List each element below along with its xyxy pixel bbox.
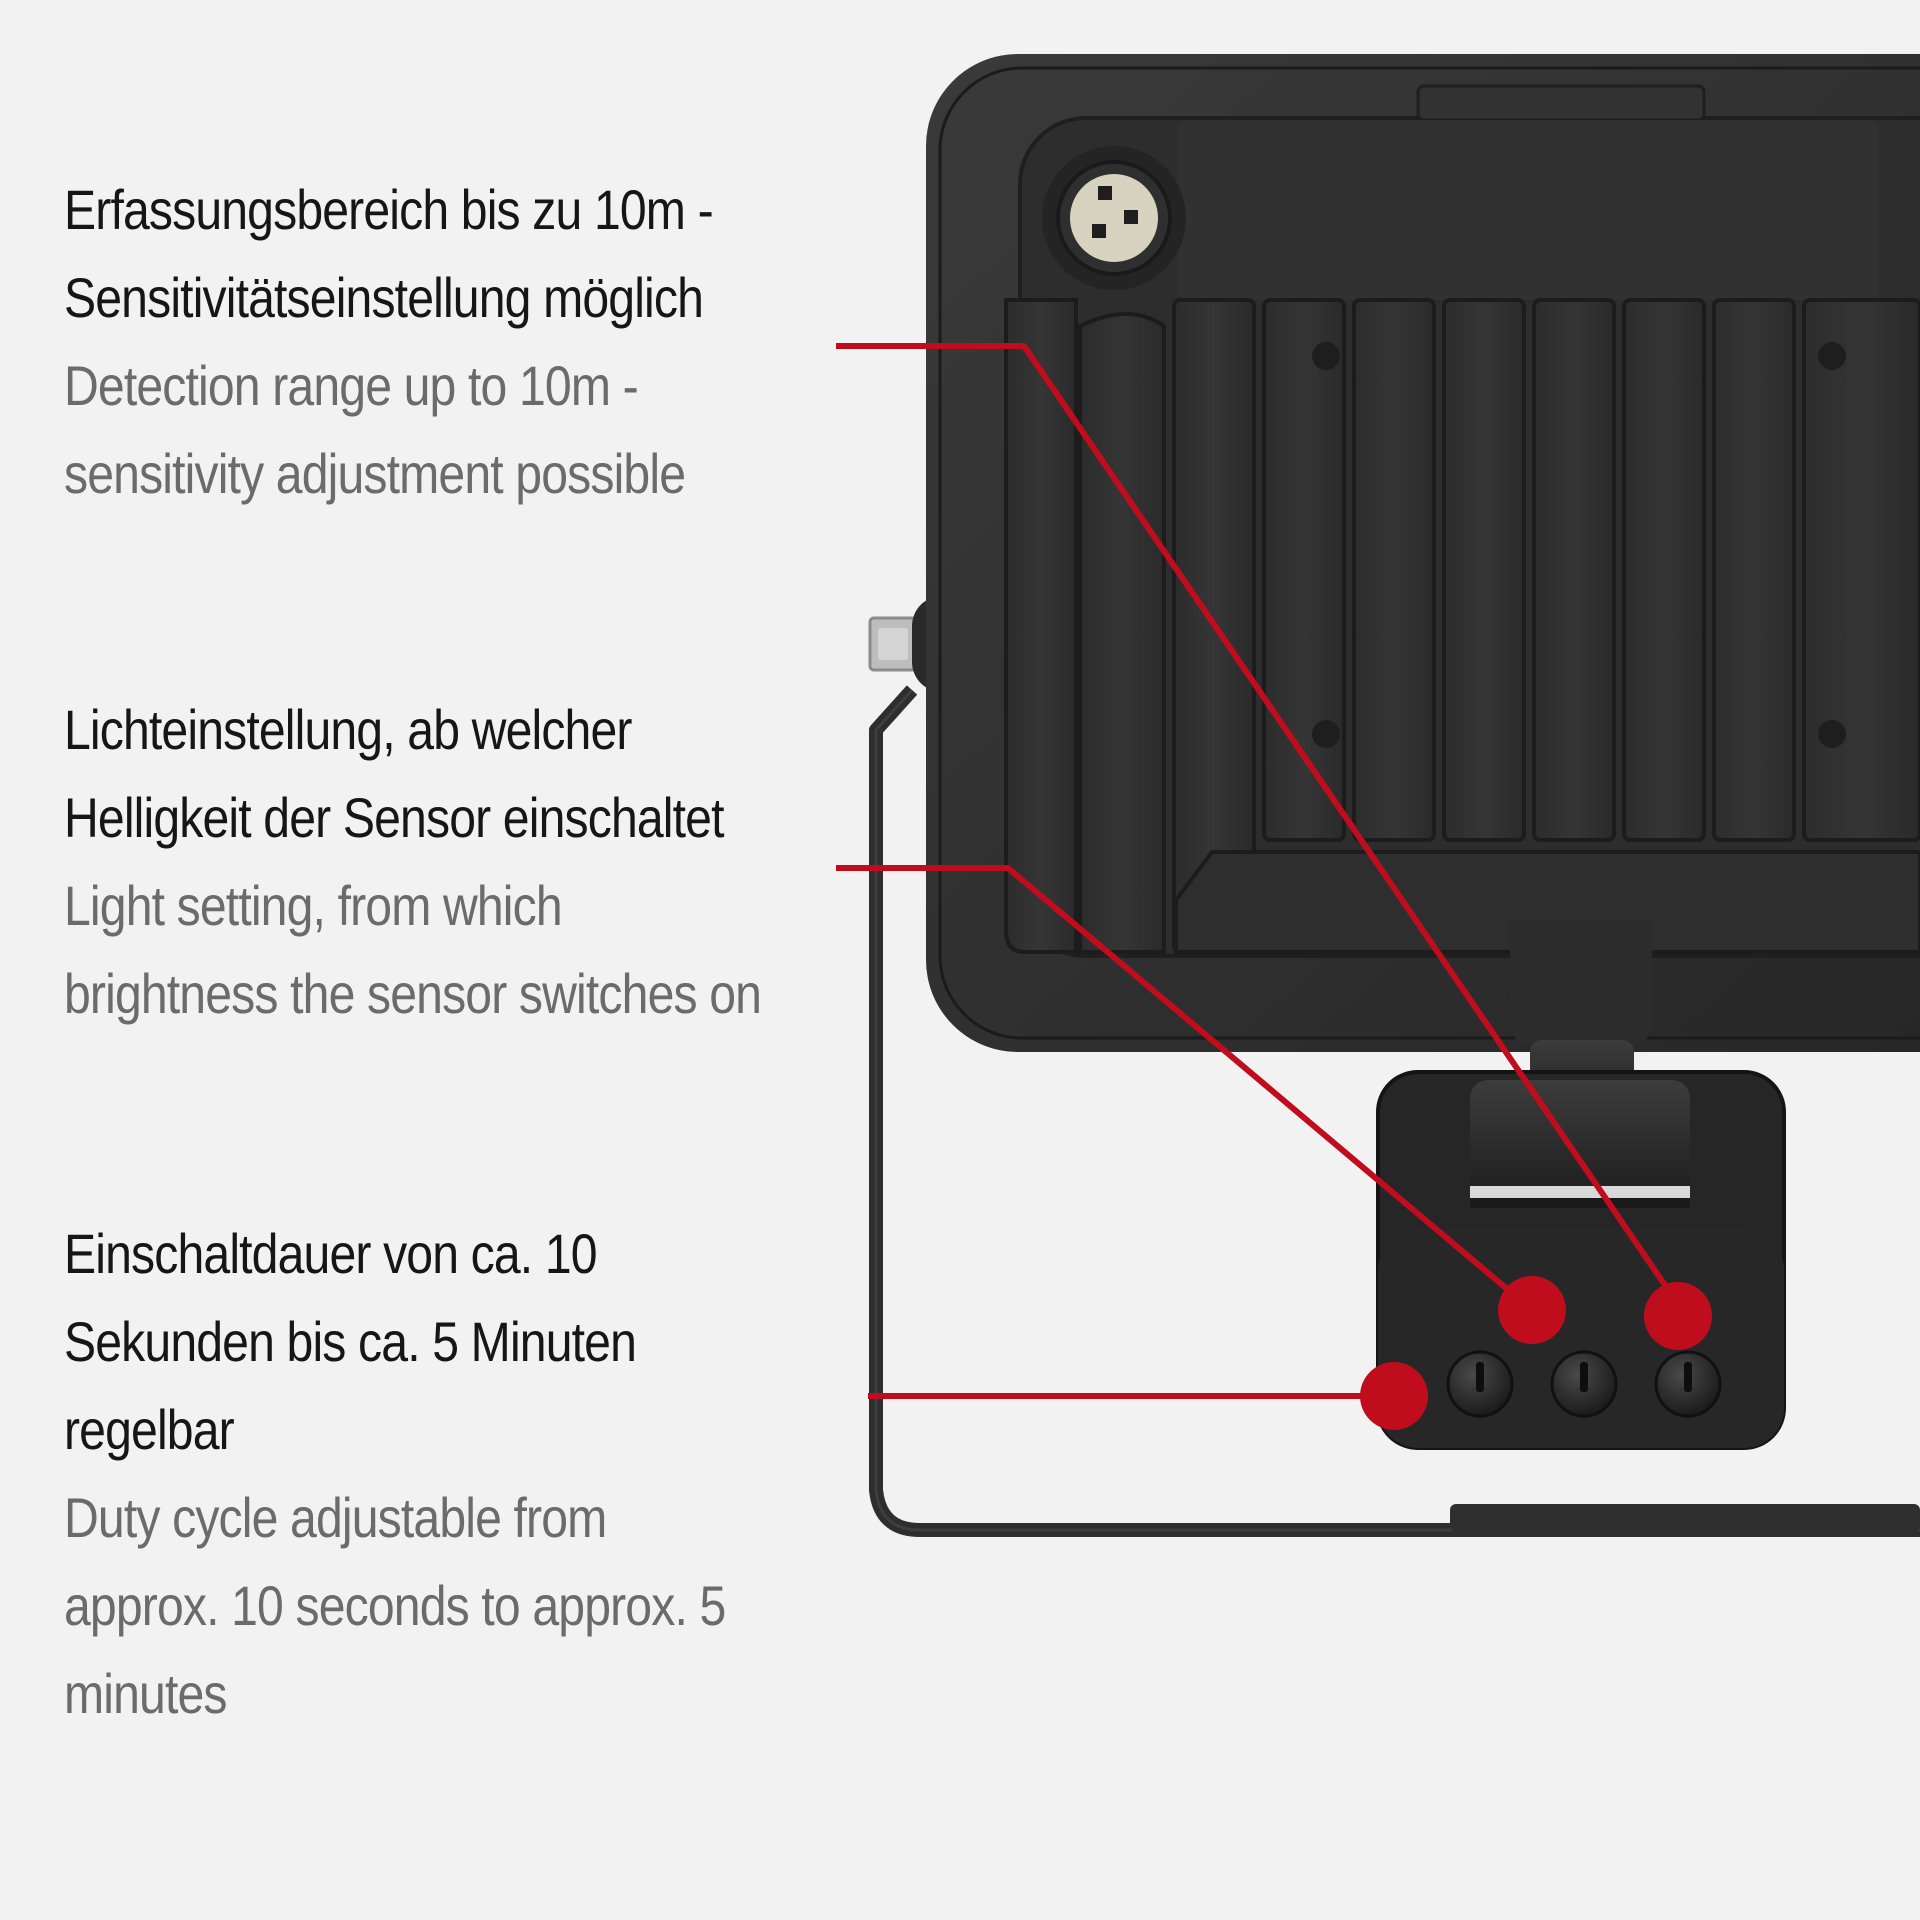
red-dot-marker-icon: [1644, 1282, 1712, 1350]
adjustment-knobs: [1446, 1350, 1722, 1418]
markers: [1360, 1276, 1712, 1430]
leader-lines: [836, 343, 1689, 1399]
leader-line-detection: [836, 343, 1689, 1318]
callout-english-line: approx. 10 seconds to approx. 5: [64, 1574, 726, 1637]
callout-german-line: Erfassungsbereich bis zu 10m -: [64, 178, 714, 241]
red-dot-marker-icon: [1498, 1276, 1566, 1344]
callout-german-line: regelbar: [64, 1398, 235, 1461]
red-dot-marker-icon: [1360, 1362, 1428, 1430]
callout-english-line: Detection range up to 10m -: [64, 354, 639, 417]
callout-german-line: Einschaltdauer von ca. 10: [64, 1222, 598, 1285]
callout-german-line: Lichteinstellung, ab welcher: [64, 698, 632, 761]
callout-light-setting: Lichteinstellung, ab welcher Helligkeit …: [64, 686, 844, 1038]
leader-line-light: [836, 865, 1534, 1313]
callout-german-line: Helligkeit der Sensor einschaltet: [64, 786, 724, 849]
callout-english-line: brightness the sensor switches on: [64, 962, 762, 1025]
cooling-fins: [1004, 298, 1920, 954]
adjustment-knob-icon[interactable]: [1446, 1350, 1514, 1418]
mounting-bracket: [869, 685, 1920, 1537]
cable-gland: [1042, 146, 1186, 290]
callout-english-line: minutes: [64, 1662, 227, 1725]
callout-english-line: sensitivity adjustment possible: [64, 442, 686, 505]
callout-german-line: Sensitivitätseinstellung möglich: [64, 266, 704, 329]
callout-german-line: Sekunden bis ca. 5 Minuten: [64, 1310, 637, 1373]
callout-duty-cycle: Einschaltdauer von ca. 10 Sekunden bis c…: [64, 1210, 844, 1738]
callout-detection-range: Erfassungsbereich bis zu 10m - Sensitivi…: [64, 166, 844, 518]
adjustment-knob-icon[interactable]: [1654, 1350, 1722, 1418]
callout-english-line: Duty cycle adjustable from: [64, 1486, 607, 1549]
callout-english-line: Light setting, from which: [64, 874, 563, 937]
adjustment-knob-icon[interactable]: [1550, 1350, 1618, 1418]
